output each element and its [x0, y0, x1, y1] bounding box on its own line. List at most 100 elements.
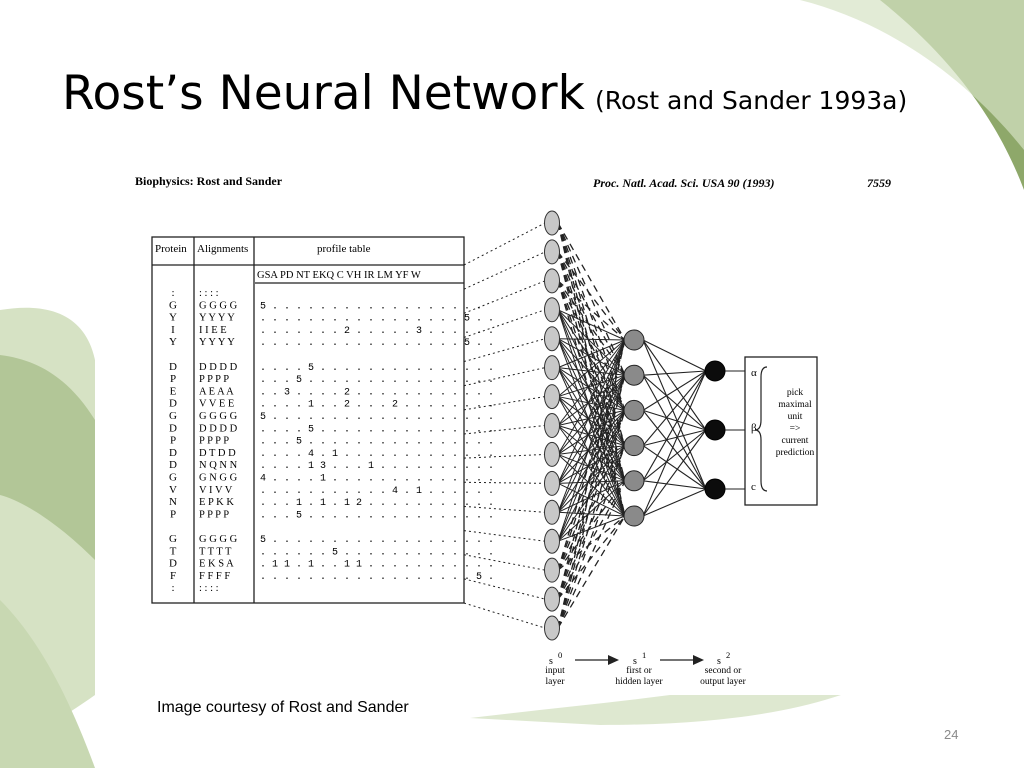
- hidden-node: [623, 435, 645, 457]
- input-hidden-line: [557, 515, 626, 600]
- input-node: [544, 326, 560, 352]
- table-cell-profile: . . . . . . . . . . . . . . . . . 5 . .: [260, 338, 494, 349]
- layer-arrow-2-head: [693, 655, 704, 665]
- hidden-output-line: [642, 370, 707, 376]
- table-cell-protein: I: [171, 324, 175, 336]
- table-cell-protein: D: [169, 558, 177, 570]
- input-hidden-line: [557, 410, 626, 484]
- table-to-input-line: [463, 396, 546, 411]
- connection-lines: [463, 222, 745, 629]
- table-cell-alignment: I I E E: [199, 325, 227, 336]
- output-node: [704, 478, 726, 500]
- table-to-input-line: [463, 222, 546, 266]
- table-col-protein: Protein: [155, 243, 187, 255]
- output-label-beta: β: [751, 422, 757, 434]
- output-label-alpha: α: [751, 367, 757, 379]
- input-hidden-line: [557, 222, 626, 411]
- input-node: [544, 268, 560, 294]
- network-nodes: [544, 210, 726, 641]
- input-node: [544, 239, 560, 265]
- input-hidden-line: [557, 339, 626, 542]
- figure-canvas: Biophysics: Rost and Sander Proc. Natl. …: [135, 174, 891, 687]
- table-cell-profile: . . . 5 . . . . . . . . . . . . . . . .: [260, 437, 494, 448]
- hidden-output-line: [642, 409, 707, 431]
- slide-title-citation: (Rost and Sander 1993a): [594, 86, 908, 115]
- input-hidden-line: [557, 515, 626, 542]
- layer-label-line2: layer: [546, 677, 566, 687]
- profile-header: GSA PD NT EKQ C VH IR LM YF W: [257, 270, 421, 281]
- input-hidden-line: [557, 339, 626, 397]
- table-cell-protein: :: [171, 287, 174, 299]
- table-to-input-line: [463, 530, 546, 542]
- layer-label-line1: input: [545, 666, 565, 676]
- table-cell-protein: D: [169, 398, 177, 410]
- prediction-box-border: [744, 356, 818, 506]
- output-label-coil: c: [751, 481, 756, 493]
- input-hidden-line: [557, 339, 626, 369]
- hidden-output-line: [642, 339, 707, 431]
- table-cell-alignment: N Q N N: [199, 460, 238, 471]
- table-cell-alignment: D D D D: [199, 362, 238, 373]
- slide-title: Rost’s Neural Network (Rost and Sander 1…: [62, 66, 907, 121]
- input-hidden-line: [557, 339, 626, 426]
- hidden-output-line: [642, 374, 707, 431]
- hidden-output-line: [642, 370, 707, 482]
- hidden-output-line: [642, 410, 707, 490]
- input-hidden-line: [557, 445, 626, 542]
- table-cell-profile: . . . . . . . . . . . 4 . 1 . . . . . .: [260, 486, 494, 497]
- table-cell-alignment: P P P P: [199, 374, 229, 385]
- input-hidden-line: [557, 375, 626, 600]
- table-cell-protein: Y: [169, 336, 177, 348]
- layer-symbol: s: [549, 656, 553, 667]
- swoosh-top-right-light: [800, 0, 1024, 150]
- table-cell-alignment: D D D D: [199, 423, 238, 434]
- table-cell-alignment: G G G G: [199, 534, 238, 545]
- table-cell-alignment: E K S A: [199, 559, 234, 570]
- table-cell-profile: . . . . 5 . . . . . . . . . . . . . . .: [260, 424, 494, 435]
- table-cell-alignment: E P K K: [199, 497, 234, 508]
- layer-superscript: 1: [642, 650, 646, 660]
- input-hidden-line: [557, 396, 626, 447]
- profile-table: [151, 236, 465, 604]
- layer-symbol: s: [717, 656, 721, 667]
- hidden-output-line: [642, 445, 707, 490]
- table-cell-profile: 5 . . . . . . . . . . . . . . . . . . .: [260, 535, 494, 546]
- input-hidden-line: [557, 222, 626, 517]
- hidden-node: [623, 399, 645, 421]
- figure-header-left: Biophysics: Rost and Sander: [135, 174, 283, 188]
- input-node: [544, 499, 560, 525]
- slide-title-main: Rost’s Neural Network: [62, 66, 585, 121]
- input-hidden-line: [557, 375, 626, 629]
- table-to-input-line: [463, 309, 546, 338]
- table-cell-alignment: G G G G: [199, 300, 238, 311]
- table-to-input-line: [463, 505, 546, 513]
- figure-header-page: 7559: [867, 176, 891, 190]
- table-cell-profile: . . . 5 . . . . . . . . . . . . . . . .: [260, 375, 494, 386]
- table-to-input-line: [463, 578, 546, 600]
- table-cell-protein: G: [169, 410, 177, 422]
- table-cell-protein: N: [169, 496, 177, 508]
- input-node: [544, 297, 560, 323]
- input-hidden-line: [557, 280, 626, 341]
- table-cell-protein: P: [170, 508, 176, 520]
- input-hidden-line: [557, 374, 626, 513]
- input-hidden-line: [557, 309, 626, 341]
- input-hidden-line: [557, 410, 626, 600]
- figure-header-journal: Proc. Natl. Acad. Sci. USA 90 (1993): [593, 176, 775, 190]
- table-cell-protein: D: [169, 422, 177, 434]
- hidden-output-line: [642, 429, 707, 482]
- hidden-output-line: [642, 339, 707, 490]
- table-cell-protein: T: [170, 545, 177, 557]
- input-hidden-line: [557, 338, 626, 341]
- layer-superscript: 2: [726, 650, 730, 660]
- hidden-node: [623, 505, 645, 527]
- table-cell-alignment: F F F F: [199, 571, 230, 582]
- table-cell-protein: G: [169, 299, 177, 311]
- hidden-output-line: [642, 374, 707, 490]
- decision-text-line: unit: [788, 412, 803, 422]
- input-hidden-line: [557, 515, 626, 629]
- table-cell-profile: 5 . . . . . . . . . . . . . . . . . . .: [260, 412, 494, 423]
